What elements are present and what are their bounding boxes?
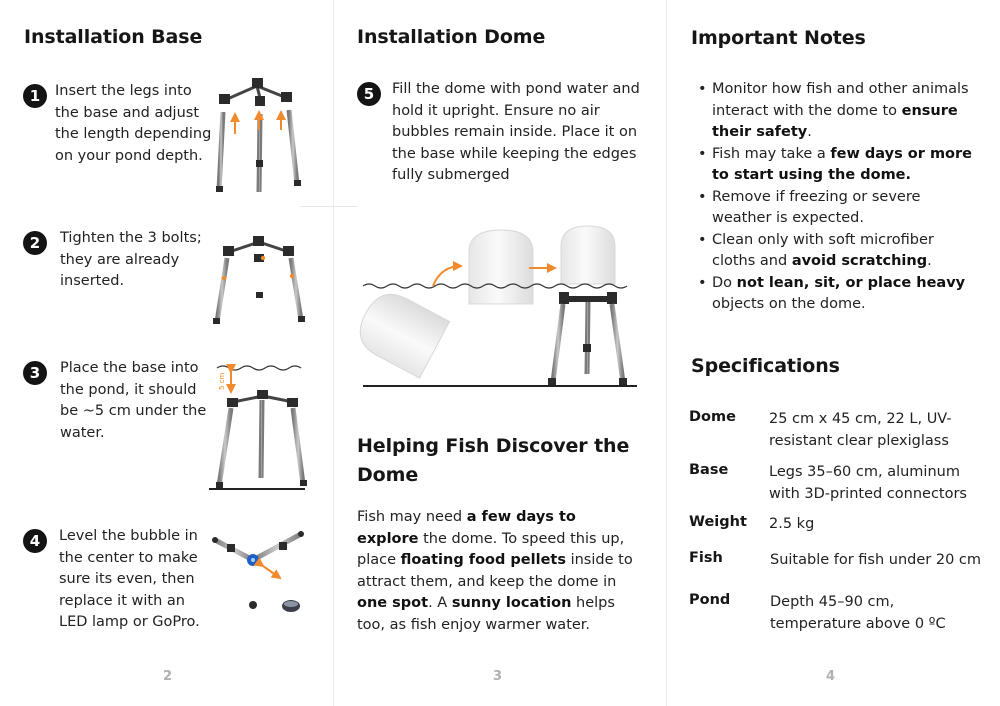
step-number-badge: 2 (23, 231, 47, 255)
note-item: Remove if freezing or severe weather is … (691, 187, 976, 230)
spec-value: 2.5 kg (769, 516, 815, 532)
page-divider (666, 0, 667, 706)
step-5-text: Fill the dome with pond water and hold i… (392, 81, 640, 183)
page-title: Important Notes (691, 27, 866, 49)
tripod-bolts-illustration (213, 236, 305, 324)
dome-placement-illustration (359, 225, 637, 387)
note-item: Monitor how fish and other animals inter… (691, 79, 976, 144)
page-installation-dome: Installation Dome 5 Fill the dome with p… (333, 0, 667, 706)
step-number-badge: 4 (23, 529, 47, 553)
step-4-text: Level the bubble in the center to make s… (59, 528, 200, 630)
section-title: Helping Fish Discover the Dome (357, 435, 630, 486)
specs-title: Specifications (691, 355, 840, 377)
page-title: Installation Dome (357, 26, 546, 48)
spec-label: Dome (689, 409, 736, 425)
fish-discover-paragraph: Fish may need a few days to explore the … (357, 509, 633, 633)
step-2-text: Tighten the 3 bolts; they are already in… (60, 230, 202, 289)
page-installation-base: Installation Base 1 Insert the legs into… (0, 0, 358, 706)
tripod-legs-illustration (216, 78, 301, 193)
depth-label: 5 cm (218, 372, 226, 390)
step-number-badge: 1 (23, 84, 47, 108)
spec-label: Base (689, 462, 729, 478)
spec-value: Depth 45–90 cm, temperature above 0 ºC (770, 594, 946, 632)
spec-value: Legs 35–60 cm, aluminum with 3D-printed … (769, 464, 967, 502)
note-item: Clean only with soft microfiber cloths a… (691, 230, 976, 273)
page-important-notes: Important Notes Monitor how fish and oth… (667, 0, 1000, 706)
spec-label: Fish (689, 550, 723, 566)
step-3-text: Place the base into the pond, it should … (60, 360, 207, 441)
spec-value: Suitable for fish under 20 cm (770, 552, 982, 568)
page-number: 3 (493, 669, 503, 684)
page-number: 2 (163, 669, 173, 684)
level-bubble-illustration (212, 531, 304, 612)
tripod-in-pond-illustration (209, 364, 307, 490)
page-divider (333, 0, 334, 706)
spec-value: 25 cm x 45 cm, 22 L, UV-resistant clear … (769, 411, 952, 449)
note-item: Fish may take a few days or more to star… (691, 144, 976, 187)
spec-label: Pond (689, 592, 731, 608)
note-item: Do not lean, sit, or place heavy objects… (691, 273, 976, 316)
step-number-badge: 3 (23, 361, 47, 385)
step-number-badge: 5 (357, 82, 381, 106)
spec-label: Weight (689, 514, 747, 530)
divider-line (300, 206, 358, 207)
notes-list: Monitor how fish and other animals inter… (691, 79, 976, 316)
page-title: Installation Base (24, 26, 203, 48)
page-number: 4 (826, 669, 836, 684)
step-1-text: Insert the legs into the base and adjust… (55, 83, 212, 164)
